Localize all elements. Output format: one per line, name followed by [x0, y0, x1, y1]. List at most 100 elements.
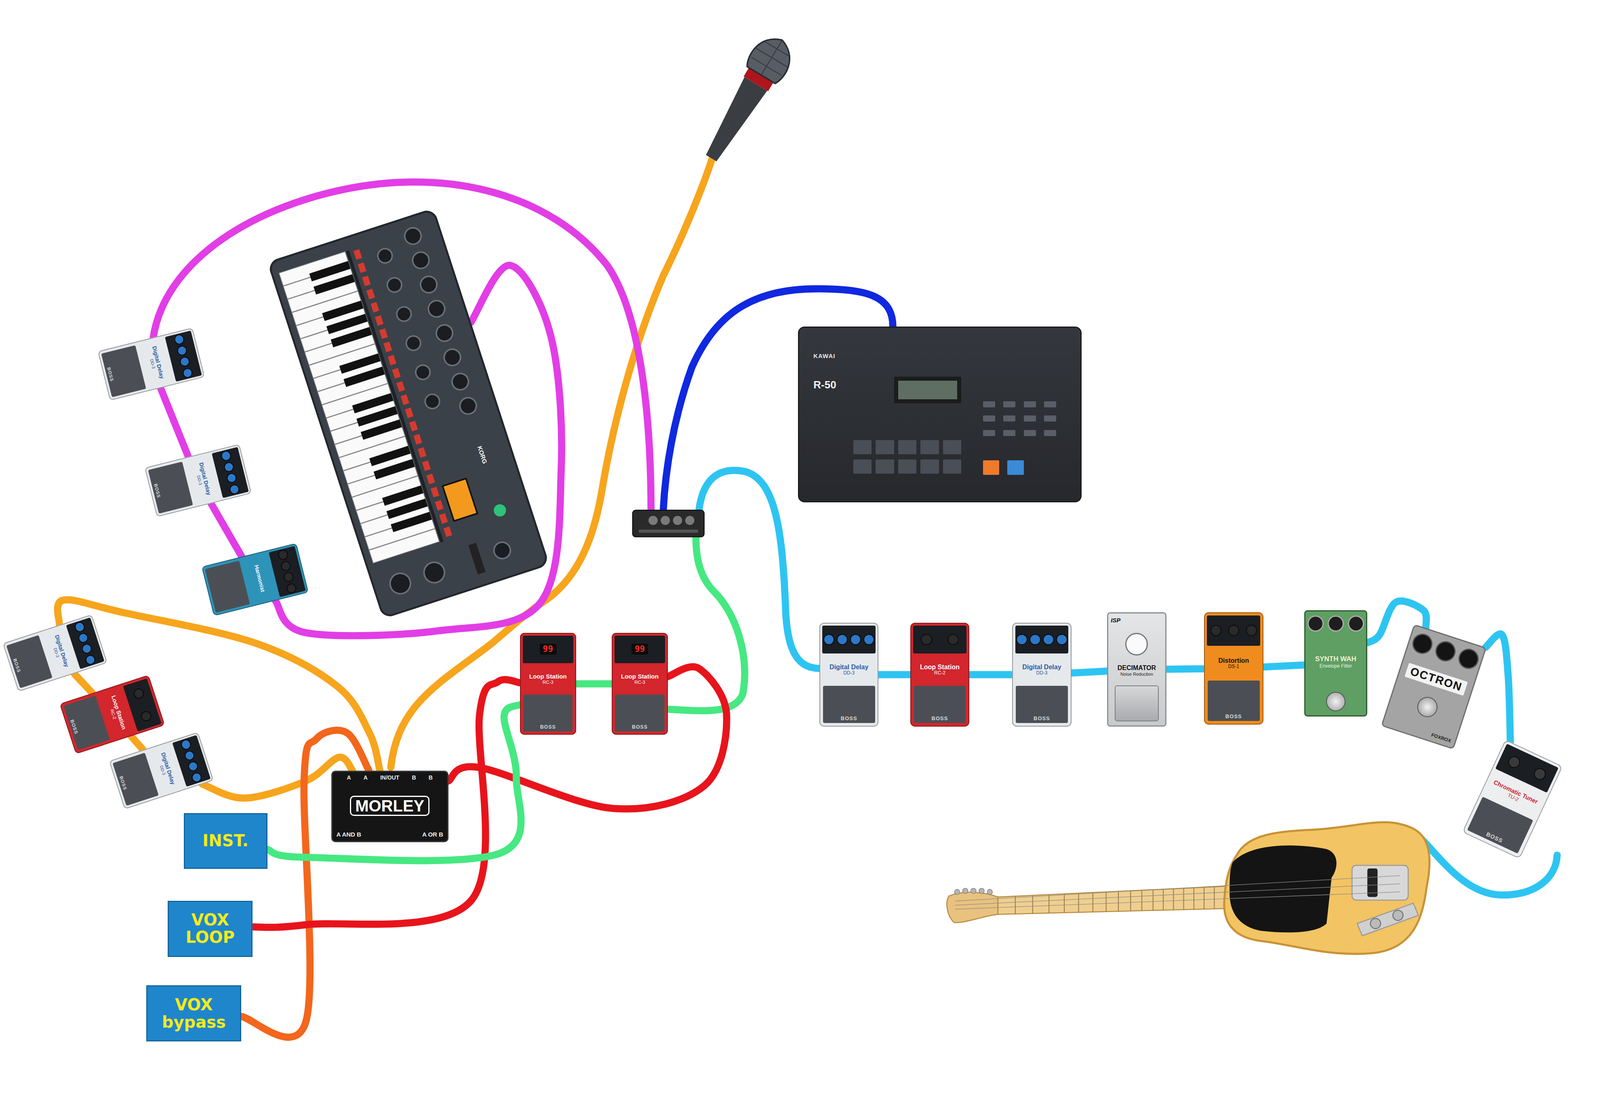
knob [175, 344, 188, 357]
pedal-label: Digital DelayDD-3 [1012, 653, 1072, 686]
panel-button [1044, 401, 1057, 408]
knob [442, 346, 463, 368]
step-button [404, 407, 414, 418]
footswitch [1414, 694, 1440, 720]
knob [139, 709, 153, 723]
brand-logo: ISP [1110, 616, 1121, 624]
knob [1210, 624, 1222, 636]
effect-pedal: Loop StationRC-2BOSS [59, 674, 166, 755]
knob [277, 549, 289, 561]
step-button [443, 526, 452, 537]
pedal-name: Loop Station [621, 672, 659, 680]
brand-logo: BOSS [1225, 713, 1243, 721]
pad-button [853, 459, 872, 474]
logo-row: MORLEY [336, 795, 444, 816]
step-button [417, 446, 426, 458]
effect-pedal: Digital DelayDD-3BOSS [144, 444, 252, 518]
brand-logo: BOSS [840, 715, 858, 723]
black-key [330, 326, 372, 348]
black-key [390, 511, 432, 532]
black-key [313, 273, 355, 295]
footswitch: BOSS [6, 634, 53, 689]
knob [1307, 615, 1324, 632]
knob [413, 363, 432, 382]
pedal-name: Digital Delay [1022, 663, 1062, 671]
effect-pedal: OCTRON FOXROX [1380, 623, 1487, 750]
black-key [343, 366, 385, 387]
looper-cable [668, 536, 745, 711]
pedal-subtitle: Noise Reduction [1120, 671, 1154, 677]
panel-button [1023, 429, 1036, 436]
effect-pedal: 99Loop StationRC-3BOSS [611, 632, 668, 735]
step-button [357, 262, 367, 273]
jack-label: B [428, 774, 433, 781]
effect-pedal: Digital DelayDD-3BOSS [2, 614, 108, 692]
knob [285, 582, 298, 594]
footswitch: BOSS [523, 694, 573, 732]
effect-pedal: Harmonist [201, 543, 309, 617]
brand-logo: KAWAI [813, 352, 836, 360]
footswitch: BOSS [101, 345, 147, 398]
step-button [421, 460, 431, 471]
cable [969, 670, 1013, 678]
footswitch: BOSS [823, 685, 876, 724]
pedal-label: DistortionDS-1 [1204, 645, 1264, 681]
guitar-tuners [954, 888, 993, 895]
pad-button [853, 440, 872, 455]
knob [1455, 646, 1482, 672]
ab-switch: AAIN/OUTBB MORLEY A AND B A OR B [331, 770, 449, 843]
step-button [391, 367, 401, 379]
step-button [434, 499, 444, 511]
guitar-neck [997, 885, 1237, 915]
knob [1347, 615, 1365, 632]
effect-pedal: 99Loop StationRC-3BOSS [520, 632, 577, 735]
mode-labels: A AND B A OR B [336, 830, 444, 838]
jack-label: A [363, 774, 368, 781]
slot [468, 542, 486, 575]
knob [282, 571, 295, 584]
pad-button [875, 459, 894, 474]
knob-row [1409, 631, 1481, 672]
jack-labels: AAIN/OUTBB [336, 774, 444, 781]
cable [160, 388, 189, 457]
knob [410, 249, 432, 271]
pad-button [920, 459, 939, 474]
tuner-peg [987, 888, 993, 895]
step-button [370, 301, 379, 313]
knob [187, 760, 200, 773]
knob [1016, 633, 1028, 645]
pedal-name: Digital Delay [829, 663, 869, 671]
knob [404, 334, 423, 353]
knob-panel [172, 734, 211, 787]
footswitch [1326, 691, 1346, 712]
knob-row [1307, 615, 1365, 632]
mixer [632, 510, 705, 537]
mode-label: A AND B [336, 830, 362, 838]
brand-logo: FOXROX [1430, 732, 1452, 744]
brand-logo: BOSS [631, 724, 648, 732]
knob [421, 559, 447, 586]
model-number: RC-3 [542, 679, 554, 685]
knob [225, 472, 238, 485]
cable [241, 730, 369, 1037]
step-button [395, 381, 405, 392]
mode-label: A OR B [422, 830, 444, 838]
step-button [400, 393, 409, 405]
knob [387, 570, 413, 597]
knob [920, 633, 932, 645]
panel-button [1044, 429, 1057, 436]
step-button [408, 420, 418, 432]
name-band: OCTRON [1404, 662, 1468, 696]
knob [179, 738, 192, 751]
knob [173, 333, 186, 346]
pedal-label: Loop StationRC-3 [520, 663, 577, 695]
cable [576, 680, 612, 688]
effect-pedal: DistortionDS-1BOSS [1204, 612, 1264, 725]
step-button [430, 486, 439, 497]
guitar-body [1224, 821, 1430, 954]
brand-logo: BOSS [104, 366, 115, 383]
knob-panel: 99 [522, 635, 574, 664]
knob-panel [269, 546, 306, 598]
lcd-display [442, 478, 478, 521]
